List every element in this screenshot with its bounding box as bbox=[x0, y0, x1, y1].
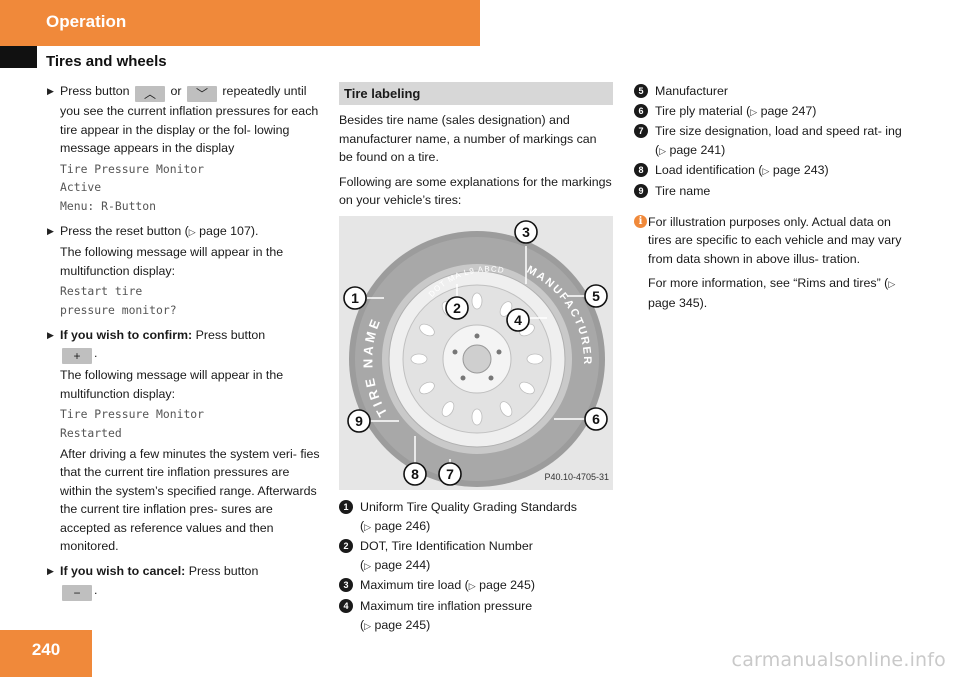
legend-number: 8 bbox=[634, 163, 648, 178]
page-number-box bbox=[0, 630, 92, 677]
display-text: Active bbox=[60, 180, 102, 195]
step-select-display: ▶ Press button ︿ or ﹀ repeatedly until y… bbox=[46, 82, 324, 216]
callout-7: 7 bbox=[438, 462, 462, 486]
bullet-arrow-icon: ▶ bbox=[47, 566, 54, 577]
legend-item: 6 Tire ply material (▷ page 247) bbox=[634, 102, 912, 122]
display-text: Tire Pressure Monitor bbox=[60, 161, 205, 176]
header-band bbox=[0, 0, 480, 46]
figure-code: P40.10-4705-31 bbox=[544, 472, 609, 483]
callout-6: 6 bbox=[584, 407, 608, 431]
button-up-icon: ︿ bbox=[135, 86, 166, 102]
section-heading: Tire labeling bbox=[339, 82, 613, 105]
page-ref-icon: ▷ bbox=[188, 226, 196, 237]
legend-item: 7 Tire size designation, load and speed … bbox=[634, 122, 912, 160]
button-minus-icon: − bbox=[62, 584, 92, 601]
svg-text:9: 9 bbox=[355, 413, 363, 429]
column-tire-labeling: Tire labeling Besides tire name (sales d… bbox=[339, 82, 613, 636]
legend-item: 3 Maximum tire load (▷ page 245) bbox=[339, 576, 613, 596]
page-ref-icon: ▷ bbox=[364, 521, 372, 532]
callout-1: 1 bbox=[343, 286, 367, 310]
legend-item: 1 Uniform Tire Quality Grading Standards… bbox=[339, 498, 613, 536]
callout-8: 8 bbox=[403, 462, 427, 486]
column-instructions: ▶ Press button ︿ or ﹀ repeatedly until y… bbox=[46, 82, 324, 607]
step-cancel: ▶ If you wish to cancel: Press button −. bbox=[47, 564, 259, 601]
header-marker bbox=[0, 46, 37, 68]
legend-number: 2 bbox=[339, 539, 353, 554]
svg-text:1: 1 bbox=[351, 290, 359, 306]
display-text: Tire Pressure Monitor bbox=[60, 407, 205, 422]
tire-diagram: TIRE NAME MANUFACTURER DOT MA L9 ABCD 1 … bbox=[343, 220, 608, 487]
callout-4: 4 bbox=[506, 308, 530, 332]
callout-2: 2 bbox=[445, 296, 469, 320]
svg-text:6: 6 bbox=[592, 411, 600, 427]
page-ref-icon: ▷ bbox=[659, 145, 667, 156]
column-legend-continued: 5 Manufacturer 6 Tire ply material (▷ pa… bbox=[634, 82, 912, 319]
page-ref-icon: ▷ bbox=[762, 166, 770, 177]
page-ref-icon: ▷ bbox=[750, 106, 758, 117]
legend-number: 4 bbox=[339, 598, 353, 613]
step-confirm: ▶ If you wish to confirm: Press button +… bbox=[46, 326, 324, 557]
legend-item: 9 Tire name bbox=[634, 182, 912, 201]
subsection-title: Tires and wheels bbox=[46, 53, 167, 70]
display-text: Restart tire bbox=[60, 284, 143, 299]
svg-text:8: 8 bbox=[411, 466, 419, 482]
section-title: Operation bbox=[46, 12, 127, 31]
legend-item: 5 Manufacturer bbox=[634, 82, 912, 101]
page-ref-icon: ▷ bbox=[468, 581, 476, 592]
info-icon: i bbox=[634, 214, 647, 228]
button-plus-icon: + bbox=[62, 348, 92, 365]
display-text: pressure monitor? bbox=[60, 302, 177, 317]
legend-number: 1 bbox=[339, 499, 353, 514]
legend-number: 3 bbox=[339, 578, 353, 593]
page-number: 240 bbox=[31, 640, 61, 659]
watermark: carmanualsonline.info bbox=[731, 649, 946, 671]
step-reset: ▶ Press the reset button (▷ page 107). T… bbox=[46, 222, 324, 320]
svg-text:5: 5 bbox=[592, 288, 600, 304]
rim-holes bbox=[410, 292, 544, 426]
tire-illustration: TIRE NAME MANUFACTURER DOT MA L9 ABCD 1 … bbox=[339, 215, 613, 490]
legend-number: 9 bbox=[634, 183, 648, 198]
bullet-arrow-icon: ▶ bbox=[47, 329, 54, 340]
callout-markers: 1 2 3 4 5 6 7 8 9 bbox=[343, 220, 608, 486]
callout-9: 9 bbox=[347, 409, 371, 433]
display-text: Menu: R-Button bbox=[60, 198, 157, 213]
page-ref-icon: ▷ bbox=[364, 560, 372, 571]
callout-3: 3 bbox=[514, 220, 538, 244]
legend-item: 4 Maximum tire inflation pressure(▷ page… bbox=[339, 597, 613, 635]
svg-text:7: 7 bbox=[446, 466, 454, 482]
callout-5: 5 bbox=[584, 284, 608, 308]
bullet-arrow-icon: ▶ bbox=[47, 86, 54, 96]
page-ref-icon: ▷ bbox=[364, 620, 372, 631]
info-note: i For illustration purposes only. Actual… bbox=[634, 213, 912, 313]
svg-text:4: 4 bbox=[514, 312, 522, 328]
page-ref-icon: ▷ bbox=[888, 279, 896, 290]
svg-text:3: 3 bbox=[522, 224, 530, 240]
display-text: Restarted bbox=[60, 425, 122, 440]
button-down-icon: ﹀ bbox=[186, 86, 217, 102]
legend-number: 6 bbox=[634, 103, 648, 118]
legend-item: 8 Load identification (▷ page 243) bbox=[634, 161, 912, 181]
bullet-arrow-icon: ▶ bbox=[47, 225, 54, 236]
legend-number: 7 bbox=[634, 124, 648, 139]
legend-item: 2 DOT, Tire Identification Number(▷ page… bbox=[339, 537, 613, 575]
svg-text:2: 2 bbox=[453, 300, 461, 316]
legend-number: 5 bbox=[634, 84, 648, 98]
